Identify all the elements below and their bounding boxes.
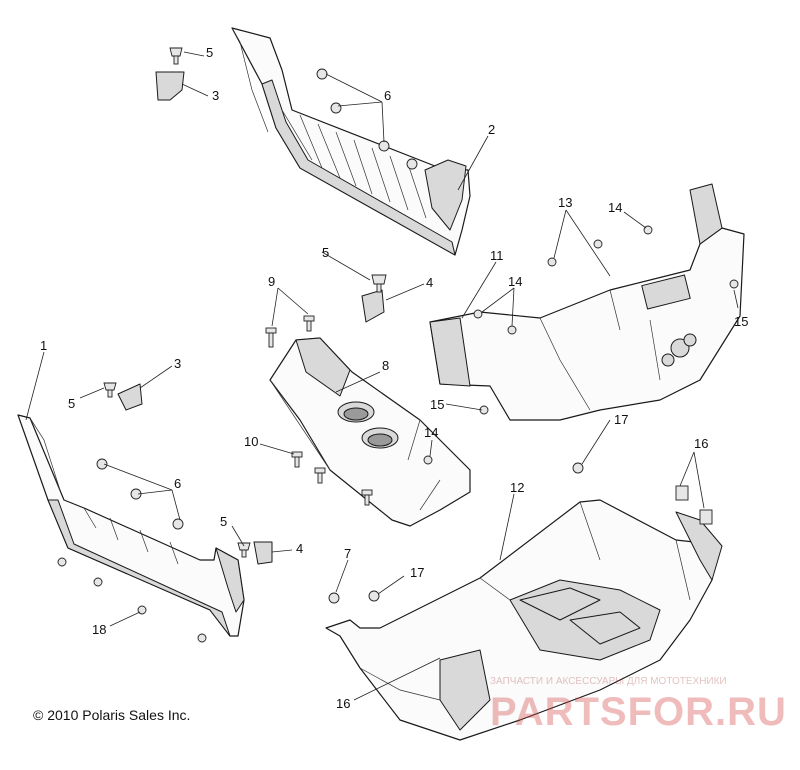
callout-5-middle: 5: [322, 245, 329, 260]
callout-13: 13: [558, 195, 572, 210]
copyright-notice: © 2010 Polaris Sales Inc.: [33, 707, 191, 723]
part-8-center-console: [269, 337, 471, 527]
callout-18: 18: [92, 622, 106, 637]
callout-2: 2: [488, 122, 495, 137]
callout-11: 11: [490, 248, 504, 263]
callout-14-middle: 14: [508, 274, 522, 289]
callout-4-lower: 4: [296, 541, 303, 556]
bracket-3-lower: [117, 383, 143, 411]
callout-labels: 1 2 3 3 4 4 5 5 5 5 6 6 7 8 9 10 11 12 1…: [40, 45, 748, 711]
callout-4-upper: 4: [426, 275, 433, 290]
part-2-rocker-panel-upper: [231, 27, 471, 256]
callout-17-upper: 17: [614, 412, 628, 427]
callout-3-upper: 3: [212, 88, 219, 103]
leader-lines: [25, 51, 739, 701]
part-12-floor-pan: [325, 499, 723, 741]
watermark-logo: PARTSFOR.RU: [490, 690, 787, 734]
callout-8: 8: [382, 358, 389, 373]
bracket-4-lower: [253, 541, 273, 565]
callout-3-lower: 3: [174, 356, 181, 371]
callout-1: 1: [40, 338, 47, 353]
bracket-4-upper: [361, 289, 385, 323]
callout-16-upper: 16: [694, 436, 708, 451]
callout-5-top: 5: [206, 45, 213, 60]
callout-5-bottom: 5: [220, 514, 227, 529]
callout-17-lower: 17: [410, 565, 424, 580]
callout-5-left: 5: [68, 396, 75, 411]
part-11-dash-panel: [429, 183, 745, 421]
callout-6-lower: 6: [174, 476, 181, 491]
callout-7: 7: [344, 546, 351, 561]
part-1-rocker-panel-lower: [17, 414, 245, 637]
watermark: ЗАПЧАСТИ И АКСЕССУАРЫ ДЛЯ МОТОТЕХНИКИ PA…: [490, 676, 790, 756]
callout-6-upper: 6: [384, 88, 391, 103]
watermark-tagline: ЗАПЧАСТИ И АКСЕССУАРЫ ДЛЯ МОТОТЕХНИКИ: [490, 676, 727, 687]
callout-14-console: 14: [424, 425, 438, 440]
callout-10: 10: [244, 434, 258, 449]
callout-16-lower: 16: [336, 696, 350, 711]
bracket-3-upper: [155, 71, 185, 101]
callout-15-right: 15: [734, 314, 748, 329]
callout-14-top: 14: [608, 200, 622, 215]
callout-12: 12: [510, 480, 524, 495]
callout-15-left: 15: [430, 397, 444, 412]
callout-9: 9: [268, 274, 275, 289]
